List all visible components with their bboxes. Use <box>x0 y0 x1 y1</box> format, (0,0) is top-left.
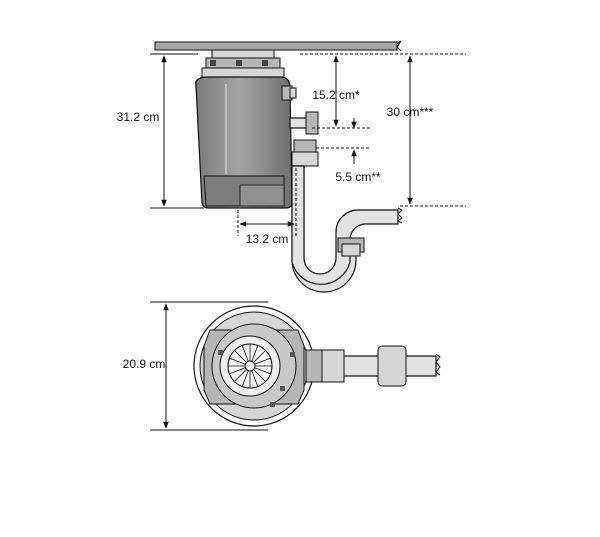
mounting-assembly <box>201 49 285 78</box>
diameter-label: 20.9 cm <box>123 357 166 371</box>
discharge-elbow <box>289 111 319 167</box>
dishwasher-inlet <box>281 85 297 101</box>
disposer-body <box>195 76 293 209</box>
side-view: 31.2 cm 15.2 cm* 30 cm*** 5.5 cm** 13.2 … <box>117 40 466 293</box>
disposer-top <box>193 305 315 427</box>
diameter-dimension: 20.9 cm <box>123 303 169 429</box>
trap-height-label: 30 cm*** <box>387 105 434 119</box>
inlet-offset-dimension: 15.2 cm* <box>312 55 360 127</box>
inlet-offset-label: 15.2 cm* <box>312 88 360 102</box>
outlet-reach-dimension: 13.2 cm <box>239 221 295 246</box>
height-label: 31.2 cm <box>117 110 160 124</box>
outlet-offset-dimension: 5.5 cm** <box>335 118 381 184</box>
top-view: 20.9 cm <box>123 301 441 431</box>
sink-counter <box>154 40 402 52</box>
trap-height-dimension: 30 cm*** <box>387 55 434 205</box>
height-dimension: 31.2 cm <box>117 55 167 207</box>
p-trap <box>291 165 403 293</box>
outlet-offset-label: 5.5 cm** <box>335 170 381 184</box>
top-discharge-pipe <box>305 345 441 387</box>
outlet-reach-label: 13.2 cm <box>246 232 289 246</box>
